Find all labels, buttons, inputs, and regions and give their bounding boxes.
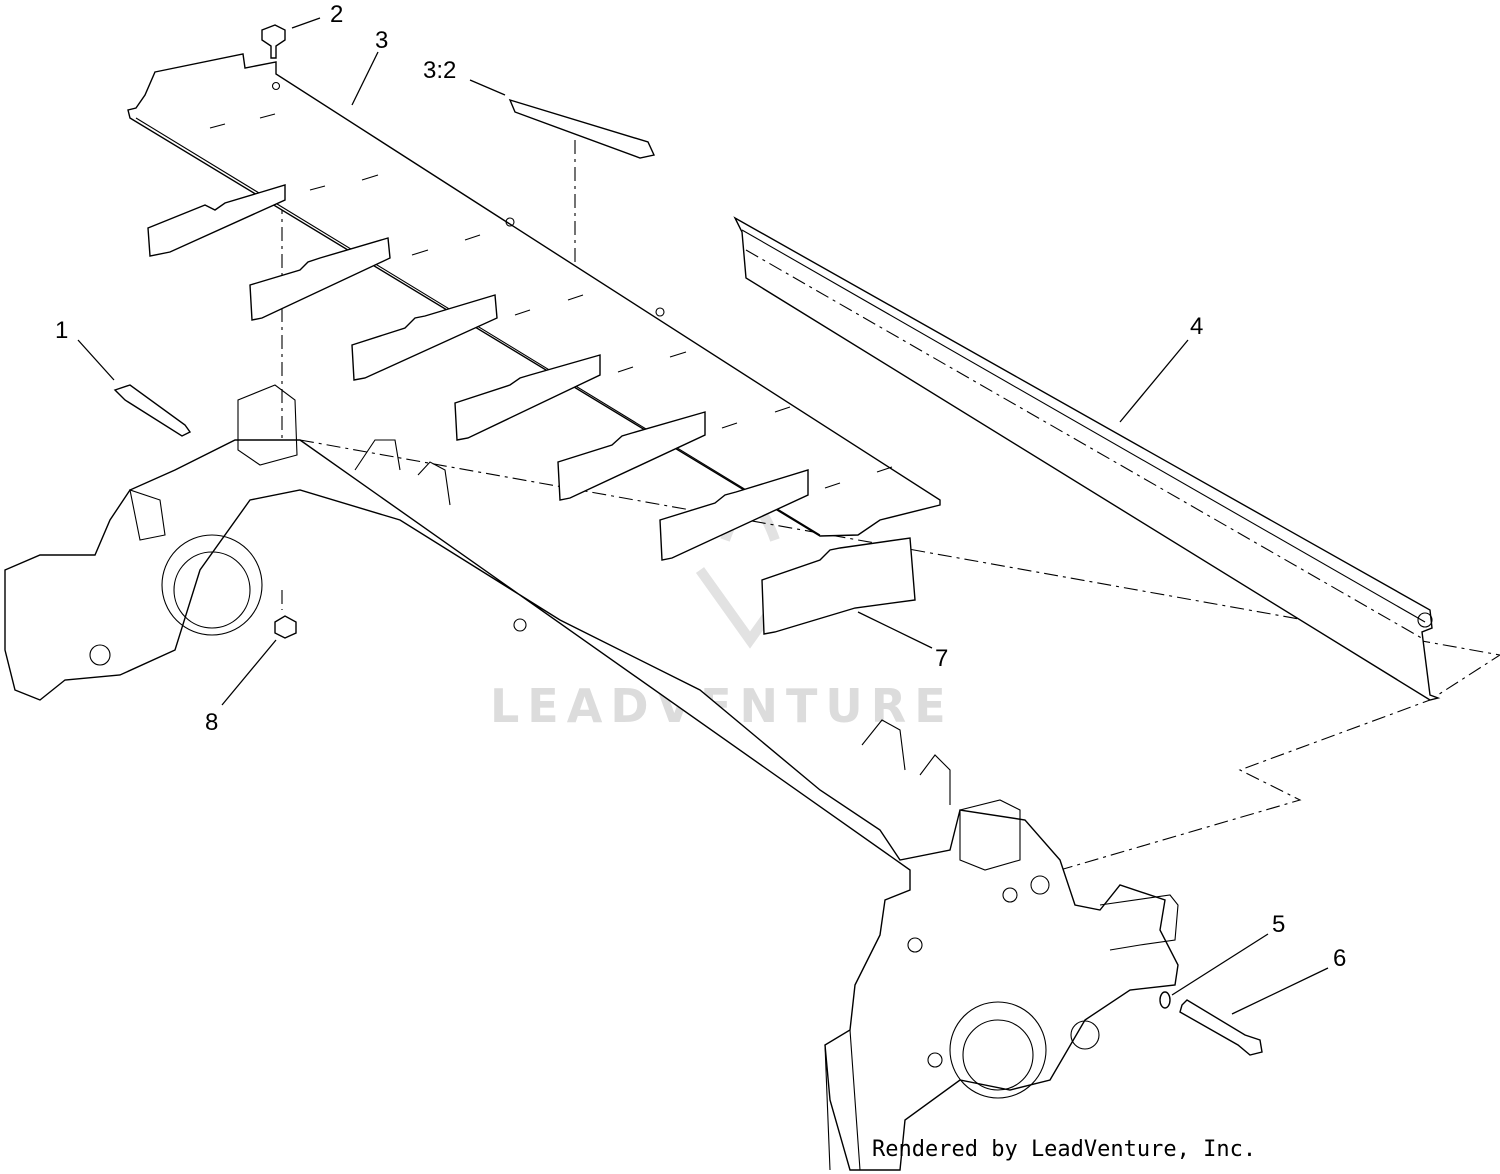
decal [508,98,656,159]
washer-5 [1159,991,1171,1009]
callout-4: 4 [1190,313,1203,340]
bolt-2 [261,24,286,59]
leader-lines [77,17,1329,1015]
callout-7: 7 [935,645,948,672]
callout-5: 5 [1272,911,1285,938]
shield-bar [733,216,1441,701]
bolt-6 [1179,999,1263,1056]
bolt-1 [113,384,192,437]
baffle-fins [147,184,916,635]
callout-1: 1 [55,317,68,344]
deck-housing [4,384,1179,1171]
callout-labels: 1 2 3 3:2 4 5 6 7 8 [55,1,1346,972]
nut-8 [274,615,297,639]
callout-3: 3 [375,27,388,54]
callout-8: 8 [205,709,218,736]
render-credit: Rendered by LeadVenture, Inc. [872,1137,1257,1162]
callout-3-2: 3:2 [423,57,456,84]
callout-2: 2 [330,1,343,28]
callout-6: 6 [1333,945,1346,972]
baffle-slots [209,113,893,489]
